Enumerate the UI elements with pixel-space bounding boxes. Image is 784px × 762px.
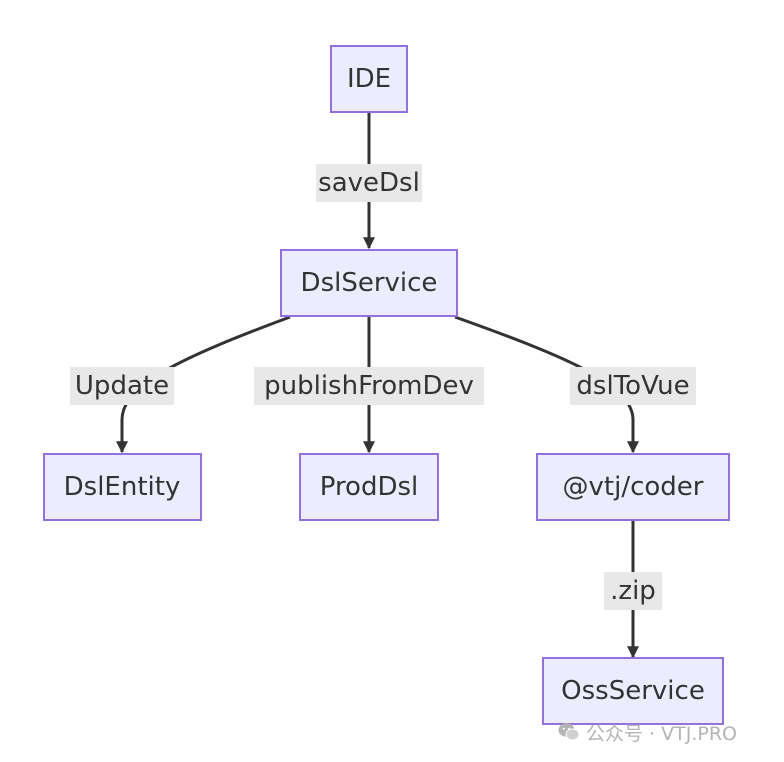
watermark-text: 公众号 · VTJ.PRO — [586, 722, 737, 745]
node-ide-label: IDE — [347, 64, 391, 94]
node-ide: IDE — [330, 45, 408, 113]
node-proddsl: ProdDsl — [299, 453, 439, 521]
node-vtj-coder: @vtj/coder — [536, 453, 730, 521]
edge-label-dsltovue-text: dslToVue — [576, 371, 689, 401]
edge-label-update-text: Update — [75, 371, 169, 401]
edge-label-zip: .zip — [604, 572, 662, 610]
node-ossservice-label: OssService — [561, 676, 705, 706]
edge-label-publishfromdev-text: publishFromDev — [264, 371, 474, 401]
edge-label-savedsl-text: saveDsl — [318, 168, 420, 198]
edge-label-savedsl: saveDsl — [316, 164, 422, 202]
node-vtj-coder-label: @vtj/coder — [563, 472, 704, 502]
watermark: 公众号 · VTJ.PRO — [558, 719, 737, 745]
edge-label-publishfromdev: publishFromDev — [254, 367, 484, 405]
edge-label-zip-text: .zip — [610, 576, 656, 606]
node-dslservice: DslService — [280, 249, 458, 317]
edge-label-dsltovue: dslToVue — [570, 367, 696, 405]
node-dslentity-label: DslEntity — [64, 472, 181, 502]
node-ossservice: OssService — [542, 657, 724, 725]
node-dslentity: DslEntity — [43, 453, 202, 521]
edge-label-update: Update — [70, 367, 174, 405]
wechat-icon — [558, 722, 580, 742]
node-proddsl-label: ProdDsl — [320, 472, 419, 502]
node-dslservice-label: DslService — [301, 268, 438, 298]
